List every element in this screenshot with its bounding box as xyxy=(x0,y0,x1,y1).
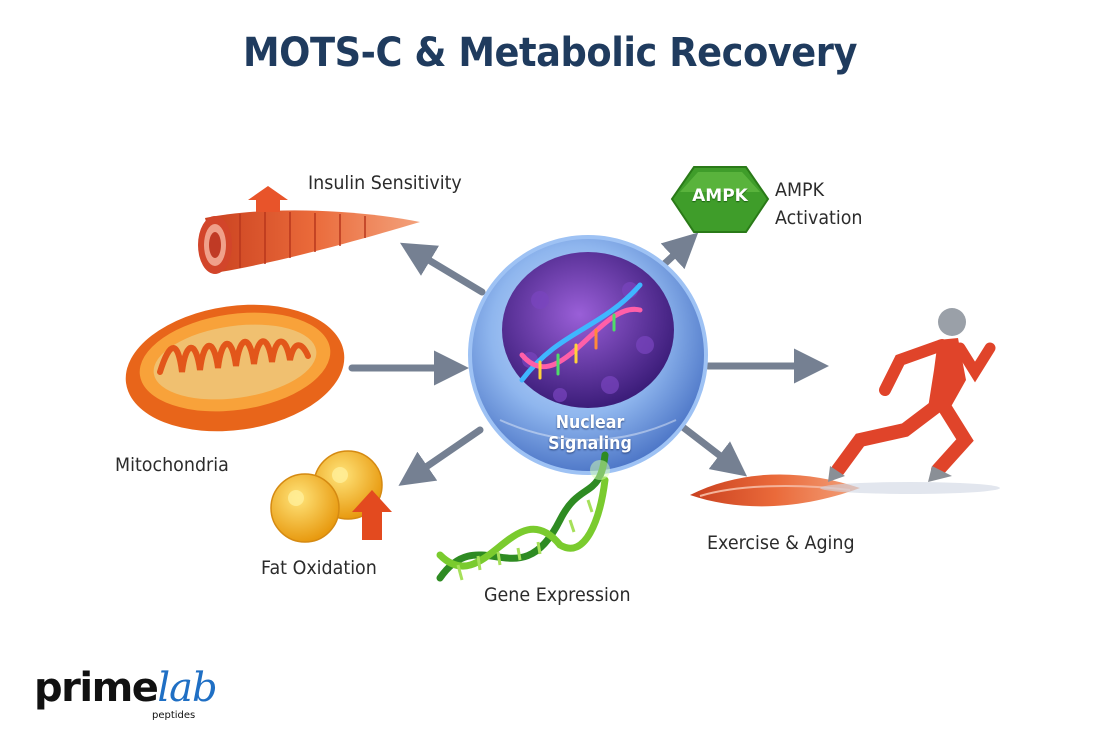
dna-helix-icon xyxy=(436,451,610,582)
cell-nucleus-dna-icon xyxy=(468,235,708,475)
ampk-activation-label: AMPK Activation xyxy=(775,176,863,232)
mitochondria-icon xyxy=(125,304,345,432)
brand-logo: primelab peptides xyxy=(34,665,218,721)
page-title: MOTS-C & Metabolic Recovery xyxy=(242,30,858,76)
arrow-to-fat xyxy=(398,426,484,486)
arrow-to-insulin xyxy=(399,242,486,296)
logo-subtext: peptides xyxy=(152,710,196,721)
green-hexagon-icon xyxy=(670,166,770,233)
mitochondria-label: Mitochondria xyxy=(115,454,229,476)
muscle-fiber-up-arrow-icon xyxy=(198,186,420,274)
logo-accent-text: lab xyxy=(157,665,217,711)
logo-main-text: prime xyxy=(34,665,159,711)
ampk-label-line1: AMPK xyxy=(775,179,825,201)
exercise-aging-label: Exercise & Aging xyxy=(707,532,855,554)
gene-expression-label: Gene Expression xyxy=(484,584,631,606)
ampk-badge-text: AMPK xyxy=(692,186,748,206)
nuclear-signaling-label: Nuclear Signaling xyxy=(548,412,632,454)
ampk-label-line2: Activation xyxy=(775,207,863,229)
logo-wordmark: primelab xyxy=(34,665,218,711)
arrow-to-exercise xyxy=(680,424,748,477)
running-person-icon xyxy=(820,308,1000,494)
fat-oxidation-label: Fat Oxidation xyxy=(261,557,377,579)
insulin-sensitivity-label: Insulin Sensitivity xyxy=(308,172,462,194)
fat-cells-up-arrow-icon xyxy=(270,450,392,543)
